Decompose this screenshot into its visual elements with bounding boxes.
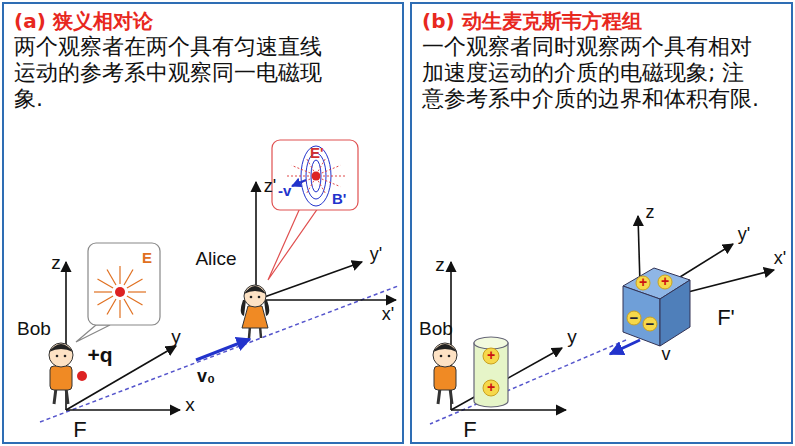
bubble-tail: [76, 325, 110, 342]
axis-label: y: [171, 327, 181, 346]
panel-description: 两个观察者在两个具有匀速直线运动的参考系中观察同一电磁现象.: [14, 34, 326, 112]
charge-dot: [77, 371, 87, 381]
axis-label: Alice: [195, 249, 236, 268]
axis-label: F: [463, 419, 476, 441]
panel-title: (b) 动生麦克斯韦方程组: [422, 8, 642, 35]
charge-sign: +: [487, 348, 495, 362]
field-label: -v: [278, 182, 291, 199]
field-label: E': [310, 144, 324, 161]
axis-label: z': [264, 177, 276, 195]
axis-label: F': [717, 307, 735, 329]
axis-label: x': [382, 305, 394, 323]
axis-label: x: [185, 395, 195, 414]
alice-figure: [241, 285, 270, 338]
bubble-outline: [88, 243, 160, 325]
speech-bubble: E' B' -v: [274, 142, 360, 212]
charge-sign: −: [646, 316, 655, 331]
charge-sign: +: [639, 275, 647, 289]
field-label: B': [332, 190, 346, 207]
frame-axes: [451, 262, 566, 410]
axis-label: v: [662, 345, 671, 363]
panel-box: (b) 动生麦克斯韦方程组一个观察者同时观察两个具有相对加速度运动的介质的电磁现…: [410, 2, 793, 444]
axis-label: y': [370, 245, 382, 263]
axis-label: y: [567, 327, 577, 346]
field-label: E: [142, 249, 152, 266]
axis-label: y': [738, 225, 750, 243]
charge-sign: +: [661, 274, 669, 288]
axis-label: +q: [87, 344, 112, 365]
velocity-arrow: [196, 339, 250, 360]
charge-sign: −: [630, 310, 639, 325]
electric-field: [94, 266, 146, 318]
bob-figure: [433, 343, 457, 404]
axis-label: z: [646, 203, 655, 221]
bob-figure: [49, 343, 73, 404]
cylinder-medium: [474, 337, 508, 407]
axis-label: x': [774, 249, 786, 267]
moving-frame-axes: [638, 216, 774, 292]
axis-label: Bob: [17, 319, 51, 338]
axis-label: Bob: [419, 319, 453, 338]
bubble-outline: [272, 140, 358, 210]
axis-label: F: [73, 419, 86, 441]
axis-label: z: [435, 255, 445, 274]
axis-label: z: [51, 253, 61, 272]
charge-sign: +: [487, 380, 495, 394]
speech-bubble: E: [90, 245, 162, 327]
velocity-arrow: [610, 340, 640, 354]
panel-description: 一个观察者同时观察两个具有相对加速度运动的介质的电磁现象; 注意参考系中介质的边…: [422, 34, 762, 112]
motion-line: [430, 340, 626, 424]
cube-medium: [623, 268, 690, 346]
panel-title: (a) 狭义相对论: [14, 8, 153, 35]
bubble-tail: [268, 208, 318, 280]
axis-label: v₀: [197, 367, 215, 385]
